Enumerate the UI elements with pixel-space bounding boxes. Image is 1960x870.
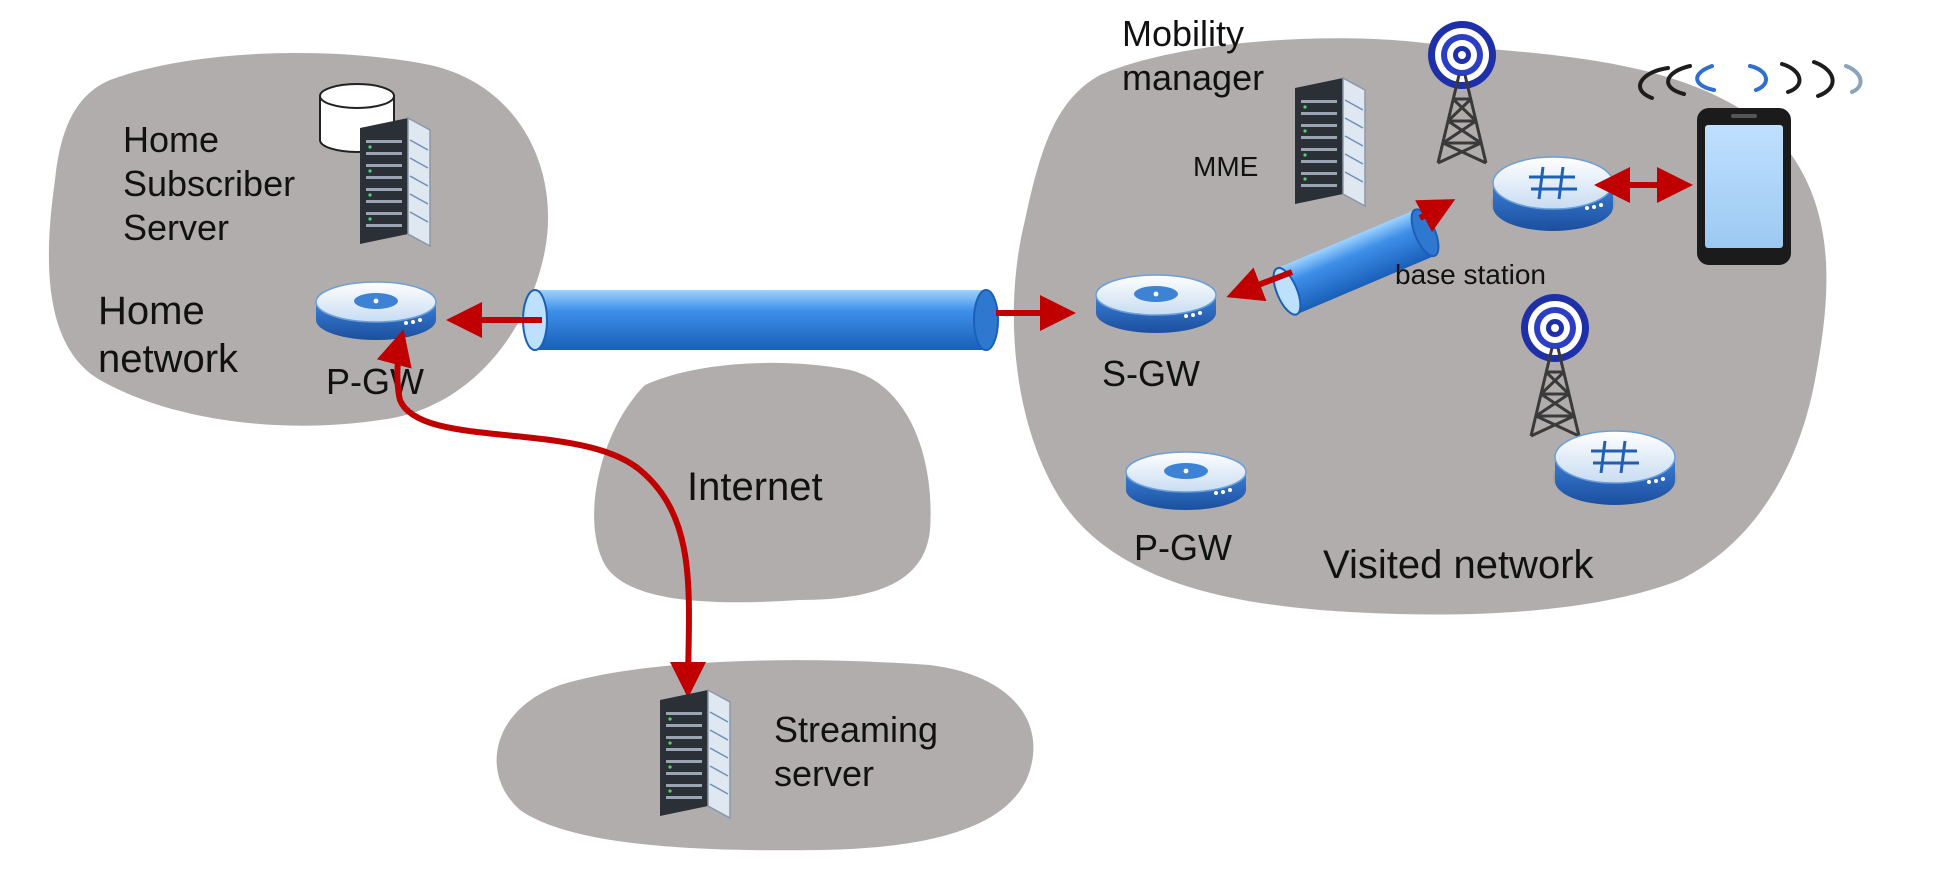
home-pgw-label: P-GW [326,361,424,402]
home-network-label: Home network [98,289,239,381]
router-icon [315,281,437,341]
visited-pgw-router-icon [1125,451,1247,511]
streaming-server-label: Streaming server [774,709,948,794]
visited-network-label: Visited network [1323,543,1595,587]
sgw-label: S-GW [1102,353,1200,394]
streaming-cloud [496,660,1034,851]
mme-server-icon [1294,77,1366,207]
server-rack-icon [359,117,431,247]
phone-icon [1697,108,1791,265]
streaming-server-icon [659,689,731,819]
base-station-router-2-icon [1551,429,1679,507]
mobility-manager-label: Mobility manager [1122,13,1264,98]
base-station-label: base station [1395,259,1546,290]
radio-waves-icon [1638,60,1863,100]
sgw-router-icon [1095,274,1217,334]
mme-label: MME [1193,151,1258,182]
tunnel-sgw-small-arrow [1226,267,1294,302]
tunnel-bs-arrow [1415,199,1456,232]
visited-pgw-label: P-GW [1134,527,1232,568]
internet-label: Internet [687,465,823,509]
streaming-path-arrow [376,329,707,698]
base-station-router-icon [1489,155,1617,233]
tunnel-icon [522,289,999,351]
home-subscriber-server-label: Home Subscriber Server [123,119,305,248]
